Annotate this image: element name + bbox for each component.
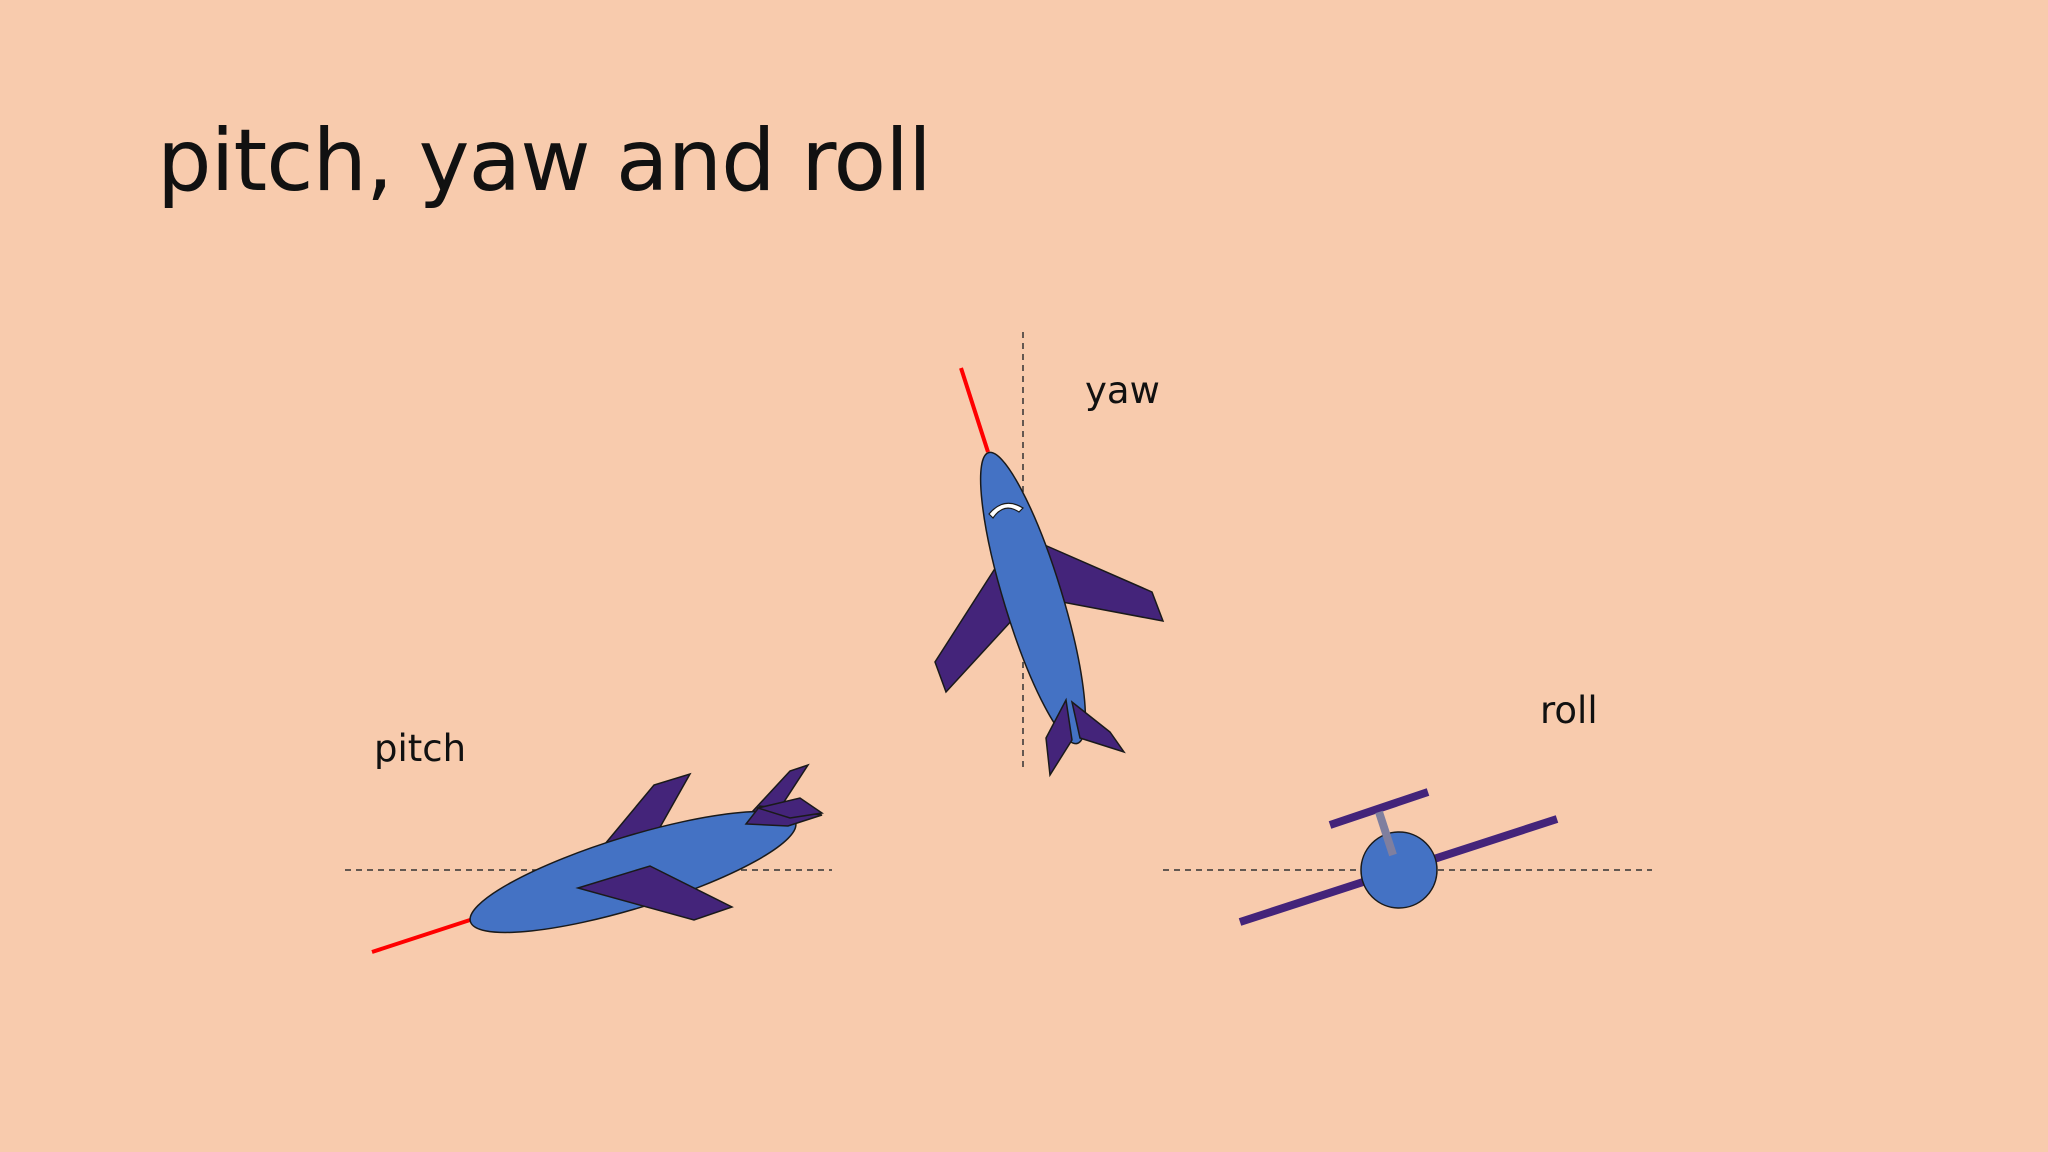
roll-tail-stabilizer <box>1328 788 1430 829</box>
yaw-heading-line <box>959 367 990 453</box>
pitch-diagram <box>345 763 832 954</box>
roll-diagram <box>1163 788 1652 926</box>
yaw-fuselage <box>979 451 1087 745</box>
pitch-label: pitch <box>374 727 467 770</box>
yaw-diagram <box>934 332 1165 778</box>
pitch-heading-line <box>371 918 471 954</box>
pitch-near-wing <box>575 865 734 921</box>
yaw-label: yaw <box>1085 369 1160 412</box>
yaw-tail-right <box>1070 700 1126 754</box>
roll-label: roll <box>1540 689 1598 732</box>
pitch-tail-stabilizer-top <box>755 797 824 819</box>
roll-tail-fin <box>1375 810 1397 857</box>
slide-title: pitch, yaw and roll <box>157 111 932 211</box>
yaw-tail-left <box>1045 697 1073 778</box>
yaw-cockpit <box>988 502 1024 519</box>
roll-fuselage <box>1360 831 1438 909</box>
